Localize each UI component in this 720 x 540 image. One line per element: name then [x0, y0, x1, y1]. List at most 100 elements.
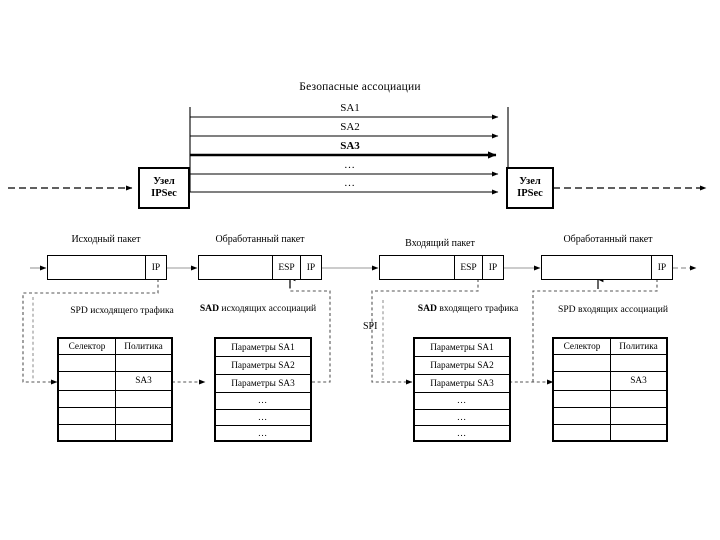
table-row[interactable]	[554, 425, 666, 440]
column-header-policy: Политика	[124, 341, 163, 352]
cell-sa-params: Параметры SA2	[231, 360, 295, 371]
cell-selector	[59, 425, 116, 440]
cell-policy	[116, 425, 171, 440]
cell-selector	[59, 355, 116, 371]
sa-arrow-label-5: …	[344, 177, 356, 189]
table-caption-3: SAD входящего трафика	[383, 303, 553, 315]
table-row[interactable]	[59, 408, 171, 425]
cell-policy: SA3	[630, 376, 647, 386]
packet-box-1: IP	[47, 255, 167, 280]
cell-sa-params: …	[456, 396, 468, 406]
cell-selector	[59, 391, 116, 407]
column-header-policy: Политика	[619, 341, 658, 352]
table-sad-incoming[interactable]: Параметры SA1 Параметры SA2 Параметры SA…	[413, 337, 511, 442]
cell-policy	[116, 355, 171, 371]
table-row[interactable]: …	[415, 393, 509, 410]
table-row[interactable]: …	[216, 426, 310, 441]
table-caption-2-rest: исходящих ассоциаций	[219, 303, 317, 314]
table-header-row: Селектор Политика	[554, 339, 666, 355]
table-row[interactable]: SA3	[59, 372, 171, 391]
page-title: Безопасные ассоциации	[299, 81, 421, 93]
table-row[interactable]: …	[415, 410, 509, 426]
table-row[interactable]	[59, 391, 171, 408]
packet-payload	[380, 256, 454, 279]
packet-caption-3: Входящий пакет	[405, 238, 475, 249]
table-caption-4-rest: входящих ассоциаций	[575, 304, 668, 315]
sa-arrow-label-3: SA3	[340, 140, 360, 152]
cell-sa-params: Параметры SA2	[430, 360, 494, 371]
packet-box-4: IP	[541, 255, 673, 280]
node-ipsec-left-line1: Узел	[153, 176, 175, 188]
table-row[interactable]: Параметры SA1	[216, 339, 310, 357]
spi-label: SPI	[363, 321, 378, 332]
cell-policy	[116, 391, 171, 407]
node-ipsec-right-line1: Узел	[519, 176, 541, 188]
table-row[interactable]	[554, 408, 666, 425]
packet-segment-ip: IP	[482, 256, 503, 279]
column-header-selector: Селектор	[59, 339, 116, 354]
node-ipsec-left[interactable]: Узел IPSec	[138, 167, 190, 209]
table-caption-3-rest: входящего трафика	[437, 303, 519, 314]
node-ipsec-left-line2: IPSec	[151, 188, 177, 199]
cell-selector	[554, 355, 611, 371]
cell-sa-params: Параметры SA3	[430, 378, 494, 389]
table-row[interactable]: Параметры SA2	[216, 357, 310, 375]
cell-selector	[554, 408, 611, 424]
table-sad-outgoing[interactable]: Параметры SA1 Параметры SA2 Параметры SA…	[214, 337, 312, 442]
table-row[interactable]	[59, 425, 171, 440]
cell-sa-params: …	[257, 428, 269, 439]
table-spd-incoming[interactable]: Селектор Политика SA3	[552, 337, 668, 442]
cell-sa-params: Параметры SA3	[231, 378, 295, 389]
packet-payload	[199, 256, 272, 279]
cell-policy	[611, 408, 666, 424]
cell-sa-params: …	[456, 428, 468, 439]
table-caption-4-bold: SPD	[557, 304, 576, 315]
cell-selector	[59, 372, 116, 390]
packet-box-2: ESP IP	[198, 255, 322, 280]
table-spd-outgoing[interactable]: Селектор Политика SA3	[57, 337, 173, 442]
cell-policy	[611, 391, 666, 407]
table-caption-2-bold: SAD	[199, 303, 220, 314]
packet-caption-1: Исходный пакет	[71, 234, 141, 245]
packet-segment-ip: IP	[145, 256, 166, 279]
packet-box-3: ESP IP	[379, 255, 504, 280]
packet-payload	[542, 256, 651, 279]
sa-arrow-label-2: SA2	[340, 121, 360, 133]
packet-payload	[48, 256, 145, 279]
packet-caption-2: Обработанный пакет	[215, 234, 305, 245]
node-ipsec-right[interactable]: Узел IPSec	[506, 167, 554, 209]
sa-arrow-label-4: …	[344, 159, 356, 171]
table-row[interactable]: Параметры SA2	[415, 357, 509, 375]
table-row[interactable]: Параметры SA1	[415, 339, 509, 357]
cell-selector	[554, 425, 611, 440]
table-row[interactable]: Параметры SA3	[216, 375, 310, 393]
packet-caption-4: Обработанный пакет	[563, 234, 653, 245]
cell-policy	[611, 425, 666, 440]
table-caption-1-bold: SPD	[70, 305, 88, 316]
table-row[interactable]	[554, 355, 666, 372]
table-row[interactable]: …	[216, 410, 310, 426]
table-row[interactable]: …	[216, 393, 310, 410]
table-row[interactable]: Параметры SA3	[415, 375, 509, 393]
table-caption-4: SPD входящих ассоциаций	[528, 304, 698, 316]
node-ipsec-right-line2: IPSec	[517, 188, 543, 199]
cell-policy: SA3	[135, 376, 152, 386]
cell-sa-params: …	[257, 396, 269, 406]
table-caption-1-rest: исходящего трафика	[87, 305, 174, 316]
table-row[interactable]: SA3	[554, 372, 666, 391]
packet-segment-ip: IP	[300, 256, 321, 279]
cell-sa-params: Параметры SA1	[430, 342, 494, 353]
cell-selector	[554, 372, 611, 390]
cell-sa-params: …	[257, 412, 269, 423]
packet-segment-esp: ESP	[272, 256, 300, 279]
table-caption-1: SPD исходящего трафика	[37, 305, 207, 317]
cell-sa-params: Параметры SA1	[231, 342, 295, 353]
cell-policy	[611, 355, 666, 371]
table-row[interactable]: …	[415, 426, 509, 441]
column-header-selector: Селектор	[554, 339, 611, 354]
sa-arrow-label-1: SA1	[340, 102, 360, 114]
table-row[interactable]	[554, 391, 666, 408]
table-row[interactable]	[59, 355, 171, 372]
table-header-row: Селектор Политика	[59, 339, 171, 355]
